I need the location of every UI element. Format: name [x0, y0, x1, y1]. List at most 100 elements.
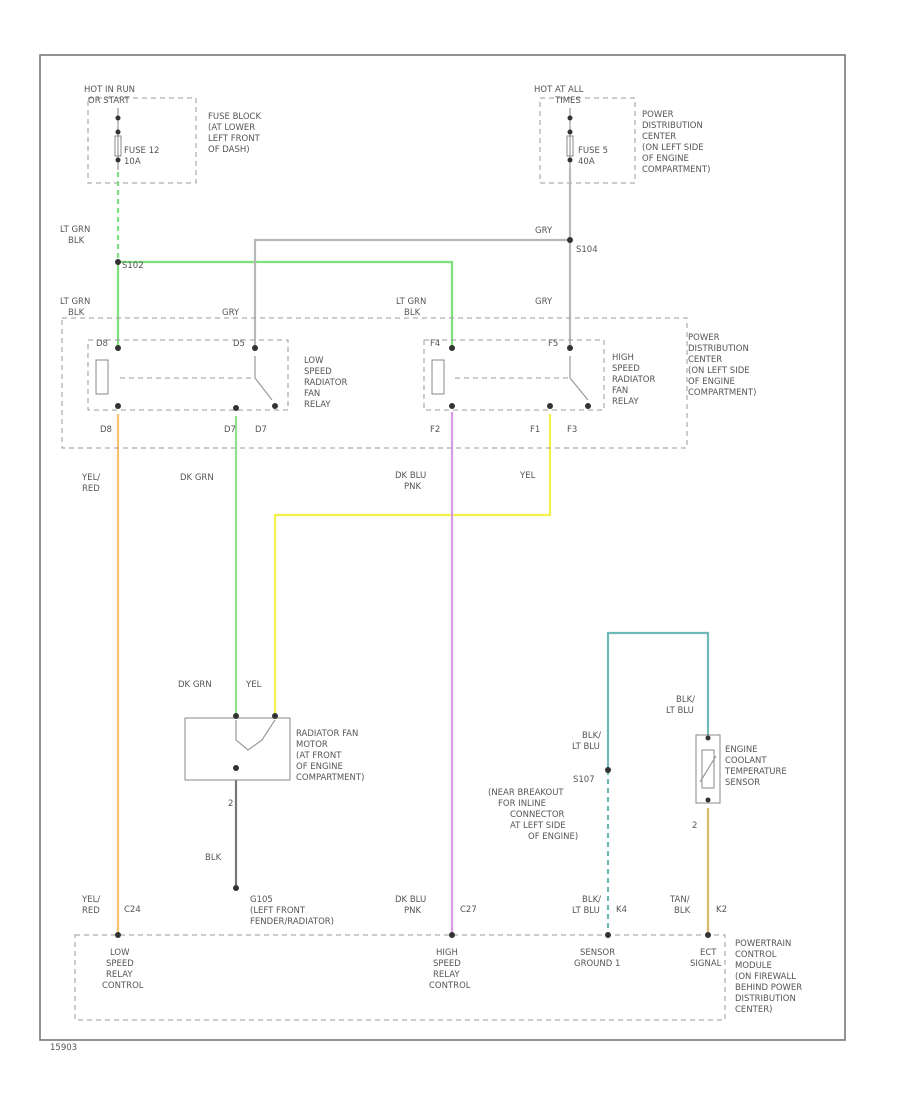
pcm-sensor-ground: SENSOR GROUND 1	[574, 948, 620, 969]
svg-text:RELAY: RELAY	[433, 970, 460, 980]
svg-text:LOW: LOW	[110, 948, 130, 958]
ground-g105: G105 (LEFT FRONT FENDER/RADIATOR)	[233, 885, 334, 927]
svg-text:TEMPERATURE: TEMPERATURE	[724, 767, 787, 777]
fuse-block: HOT IN RUN OR START FUSE 12 10A FUSE BLO…	[84, 85, 261, 184]
wire-yel	[273, 414, 552, 714]
svg-text:(NEAR BREAKOUT: (NEAR BREAKOUT	[488, 788, 564, 798]
high-relay-pin-coil-in: F4	[430, 339, 440, 349]
label-lt-grn-1: LT GRN	[60, 225, 90, 235]
fuse-12-label: FUSE 12	[124, 146, 159, 156]
diagram-frame	[39, 54, 846, 1041]
high-relay-pin-nc: F1	[530, 425, 540, 435]
svg-text:FUSE BLOCK: FUSE BLOCK	[208, 112, 261, 122]
fuse-block-hot-1: HOT IN RUN	[84, 85, 135, 95]
wires	[116, 168, 710, 935]
svg-text:RELAY: RELAY	[612, 397, 639, 407]
sensor-pin: 2	[692, 821, 697, 831]
motor-label: RADIATOR FAN MOTOR (AT FRONT OF ENGINE C…	[296, 729, 364, 783]
relay-box: D8 D5 D8 D7 D7 LOW SPEED RADIATOR FAN RE…	[61, 317, 756, 449]
svg-text:CONTROL: CONTROL	[102, 981, 144, 991]
svg-text:ENGINE: ENGINE	[725, 745, 758, 755]
pcm-pin-k4: K4	[616, 905, 627, 915]
label-tan-2: BLK	[674, 906, 691, 916]
label-lt-grn-relay-1: LT GRN	[60, 297, 90, 307]
splice-s107-label: S107	[573, 775, 595, 785]
svg-text:SENSOR: SENSOR	[580, 948, 615, 958]
label-lt-grn-high-1: LT GRN	[396, 297, 426, 307]
motor-pin: 2	[228, 799, 233, 809]
label-gry-low-relay: GRY	[222, 308, 240, 318]
pcm-ect-signal: ECT SIGNAL	[690, 948, 722, 969]
svg-text:MODULE: MODULE	[735, 961, 772, 971]
fuse-5-label: FUSE 5	[578, 146, 608, 156]
pcm-pin-c24: C24	[124, 905, 141, 915]
high-relay-coil-icon	[431, 359, 445, 395]
label-tan-1: TAN/	[669, 895, 690, 905]
label-yel-red-pcm-1: YEL/	[81, 895, 100, 905]
sensor-outline	[695, 734, 721, 804]
pdc-top-label: POWER DISTRIBUTION CENTER (ON LEFT SIDE …	[642, 110, 710, 175]
fuse-block-outline	[87, 97, 197, 184]
svg-text:SPEED: SPEED	[304, 367, 332, 377]
svg-text:GROUND 1: GROUND 1	[574, 959, 620, 969]
pdc-hot-1: HOT AT ALL	[534, 85, 584, 95]
svg-text:SIGNAL: SIGNAL	[690, 959, 722, 969]
label-blk: BLK	[205, 853, 222, 863]
svg-text:DISTRIBUTION: DISTRIBUTION	[735, 994, 796, 1004]
label-gry-high-relay: GRY	[535, 297, 553, 307]
coolant-temp-sensor: 2 ENGINE COOLANT TEMPERATURE SENSOR	[692, 734, 787, 831]
wire-labels: LT GRN BLK GRY LT GRN BLK GRY LT GRN BLK…	[60, 225, 695, 916]
svg-text:LEFT FRONT: LEFT FRONT	[208, 134, 261, 144]
svg-text:(LEFT FRONT: (LEFT FRONT	[250, 906, 306, 916]
svg-text:AT LEFT SIDE: AT LEFT SIDE	[510, 821, 566, 831]
motor-outline	[184, 717, 291, 781]
svg-text:POWER: POWER	[688, 333, 720, 343]
label-yel-red-pcm-2: RED	[82, 906, 100, 916]
splice-s107-dot	[605, 767, 611, 773]
svg-text:CONTROL: CONTROL	[429, 981, 471, 991]
svg-text:SPEED: SPEED	[106, 959, 134, 969]
svg-text:(AT FRONT: (AT FRONT	[296, 751, 342, 761]
svg-text:OF ENGINE: OF ENGINE	[688, 377, 735, 387]
high-relay-label: HIGH SPEED RADIATOR FAN RELAY	[612, 353, 655, 407]
high-speed-relay: F4 F5 F2 F1 F3 HIGH SPEED RADIATOR FAN R…	[423, 339, 655, 435]
fuse-5-rating: 40A	[578, 157, 595, 167]
pcm-high-relay-control: HIGH SPEED RELAY CONTROL	[429, 948, 471, 991]
label-dk-blu-pcm-2: PNK	[404, 906, 421, 916]
low-relay-label: LOW SPEED RADIATOR FAN RELAY	[304, 356, 347, 410]
svg-text:MOTOR: MOTOR	[296, 740, 328, 750]
sensor-label: ENGINE COOLANT TEMPERATURE SENSOR	[724, 745, 787, 788]
low-relay-coil-icon	[95, 359, 109, 395]
low-relay-pin-no: D7	[255, 425, 267, 435]
svg-text:RELAY: RELAY	[304, 400, 331, 410]
splice-s104-dot	[567, 237, 573, 243]
fuse-5-icon	[566, 135, 574, 157]
svg-text:SPEED: SPEED	[612, 364, 640, 374]
label-blk-lt-blu-pcm-1: BLK/	[582, 895, 601, 905]
label-blk-lt-blu-1: BLK/	[582, 731, 601, 741]
svg-text:(ON FIREWALL: (ON FIREWALL	[735, 972, 796, 982]
svg-text:RADIATOR: RADIATOR	[612, 375, 655, 385]
svg-text:SPEED: SPEED	[433, 959, 461, 969]
svg-text:HIGH: HIGH	[436, 948, 458, 958]
svg-text:POWER: POWER	[642, 110, 674, 120]
svg-text:POWERTRAIN: POWERTRAIN	[735, 939, 791, 949]
motor-winding-icon	[235, 719, 276, 751]
label-yel-red-1: YEL/	[81, 473, 100, 483]
svg-text:RELAY: RELAY	[106, 970, 133, 980]
sensor-thermistor-icon	[701, 749, 715, 789]
low-speed-relay: D8 D5 D8 D7 D7 LOW SPEED RADIATOR FAN RE…	[87, 339, 347, 435]
relay-box-pdc-label: POWER DISTRIBUTION CENTER (ON LEFT SIDE …	[688, 333, 756, 398]
svg-text:COMPARTMENT): COMPARTMENT)	[688, 388, 756, 398]
svg-text:(ON LEFT SIDE: (ON LEFT SIDE	[642, 143, 704, 153]
high-relay-pin-coil-out: F2	[430, 425, 440, 435]
svg-text:DISTRIBUTION: DISTRIBUTION	[642, 121, 703, 131]
label-blk-lt-blu-sensor-2: LT BLU	[666, 706, 694, 716]
wire-lt-grn-blk-bus	[118, 260, 454, 348]
svg-text:CENTER: CENTER	[688, 355, 722, 365]
label-dk-blu-pcm-1: DK BLU	[395, 895, 426, 905]
pdc-hot-2: TIMES	[554, 96, 581, 106]
svg-text:CONTROL: CONTROL	[735, 950, 777, 960]
label-dk-blu-2: PNK	[404, 482, 421, 492]
